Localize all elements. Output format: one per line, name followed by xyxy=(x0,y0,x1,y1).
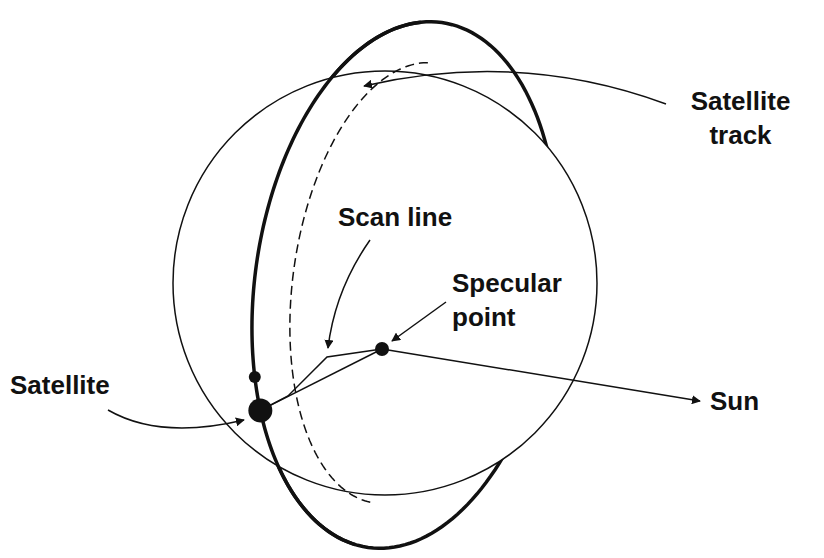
orbit-front xyxy=(252,22,421,544)
scan-line xyxy=(260,349,382,410)
callout-label: Satellite track xyxy=(668,84,813,152)
leader-line xyxy=(328,240,370,348)
leader-line xyxy=(364,72,666,104)
callout-label: Specular point xyxy=(452,266,602,334)
specular-dot xyxy=(375,342,389,356)
sun-ray xyxy=(382,349,700,401)
callout-label: Satellite xyxy=(10,368,110,402)
satellite-dot xyxy=(248,398,272,422)
callout-label: Scan line xyxy=(338,200,452,234)
view-line xyxy=(260,349,382,410)
callout-label: Sun xyxy=(710,384,759,418)
leader-line xyxy=(392,302,446,341)
leader-line xyxy=(108,410,244,428)
satellite-dot-small xyxy=(249,371,261,383)
satellite-track xyxy=(290,63,432,503)
